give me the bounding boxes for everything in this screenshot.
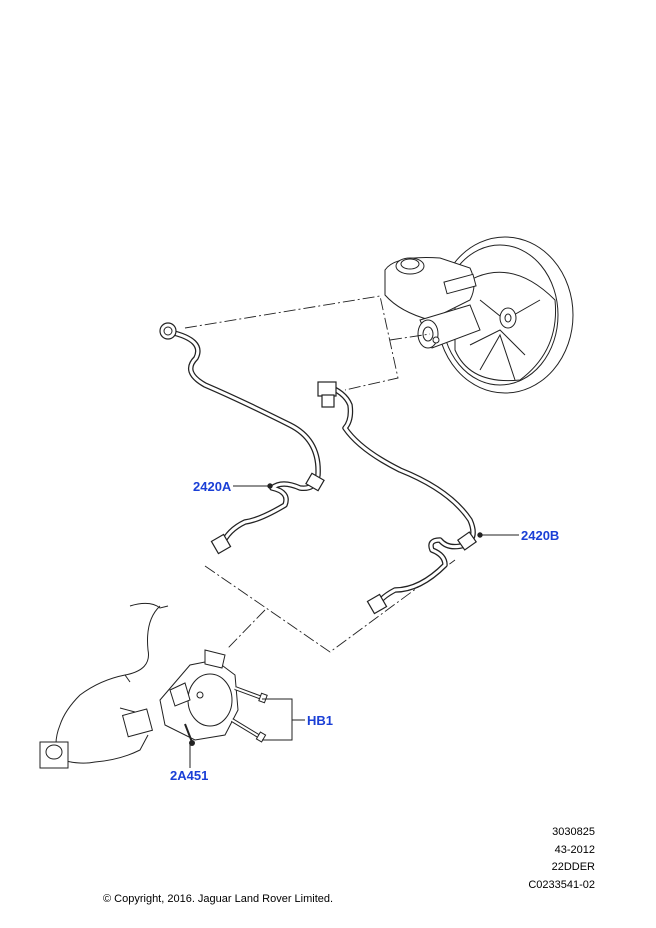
reference-line: C0233541-02 bbox=[528, 878, 595, 891]
brake-booster-assembly bbox=[384, 236, 574, 394]
reference-line: 3030825 bbox=[552, 826, 595, 838]
reference-block: 3030825 43-2012 22DDER C0233541-02 bbox=[528, 824, 595, 894]
callout-2420b[interactable]: 2420B bbox=[521, 528, 560, 543]
reference-line: 22DDER bbox=[551, 861, 595, 873]
vacuum-hose-2420a bbox=[159, 322, 325, 555]
copyright-notice: © Copyright, 2016. Jaguar Land Rover Lim… bbox=[103, 893, 334, 905]
callout-hb1[interactable]: HB1 bbox=[307, 713, 334, 728]
vacuum-pump-2a451 bbox=[159, 649, 239, 746]
callout-leaders bbox=[189, 483, 519, 768]
callout-2a451[interactable]: 2A451 bbox=[170, 768, 209, 783]
wiring-harness bbox=[39, 602, 169, 769]
callout-2420a[interactable]: 2420A bbox=[193, 479, 232, 494]
bolts-hb1 bbox=[230, 686, 268, 743]
reference-line: 43-2012 bbox=[554, 843, 595, 856]
vacuum-hose-2420b bbox=[317, 381, 478, 615]
leader-lines bbox=[184, 295, 456, 653]
